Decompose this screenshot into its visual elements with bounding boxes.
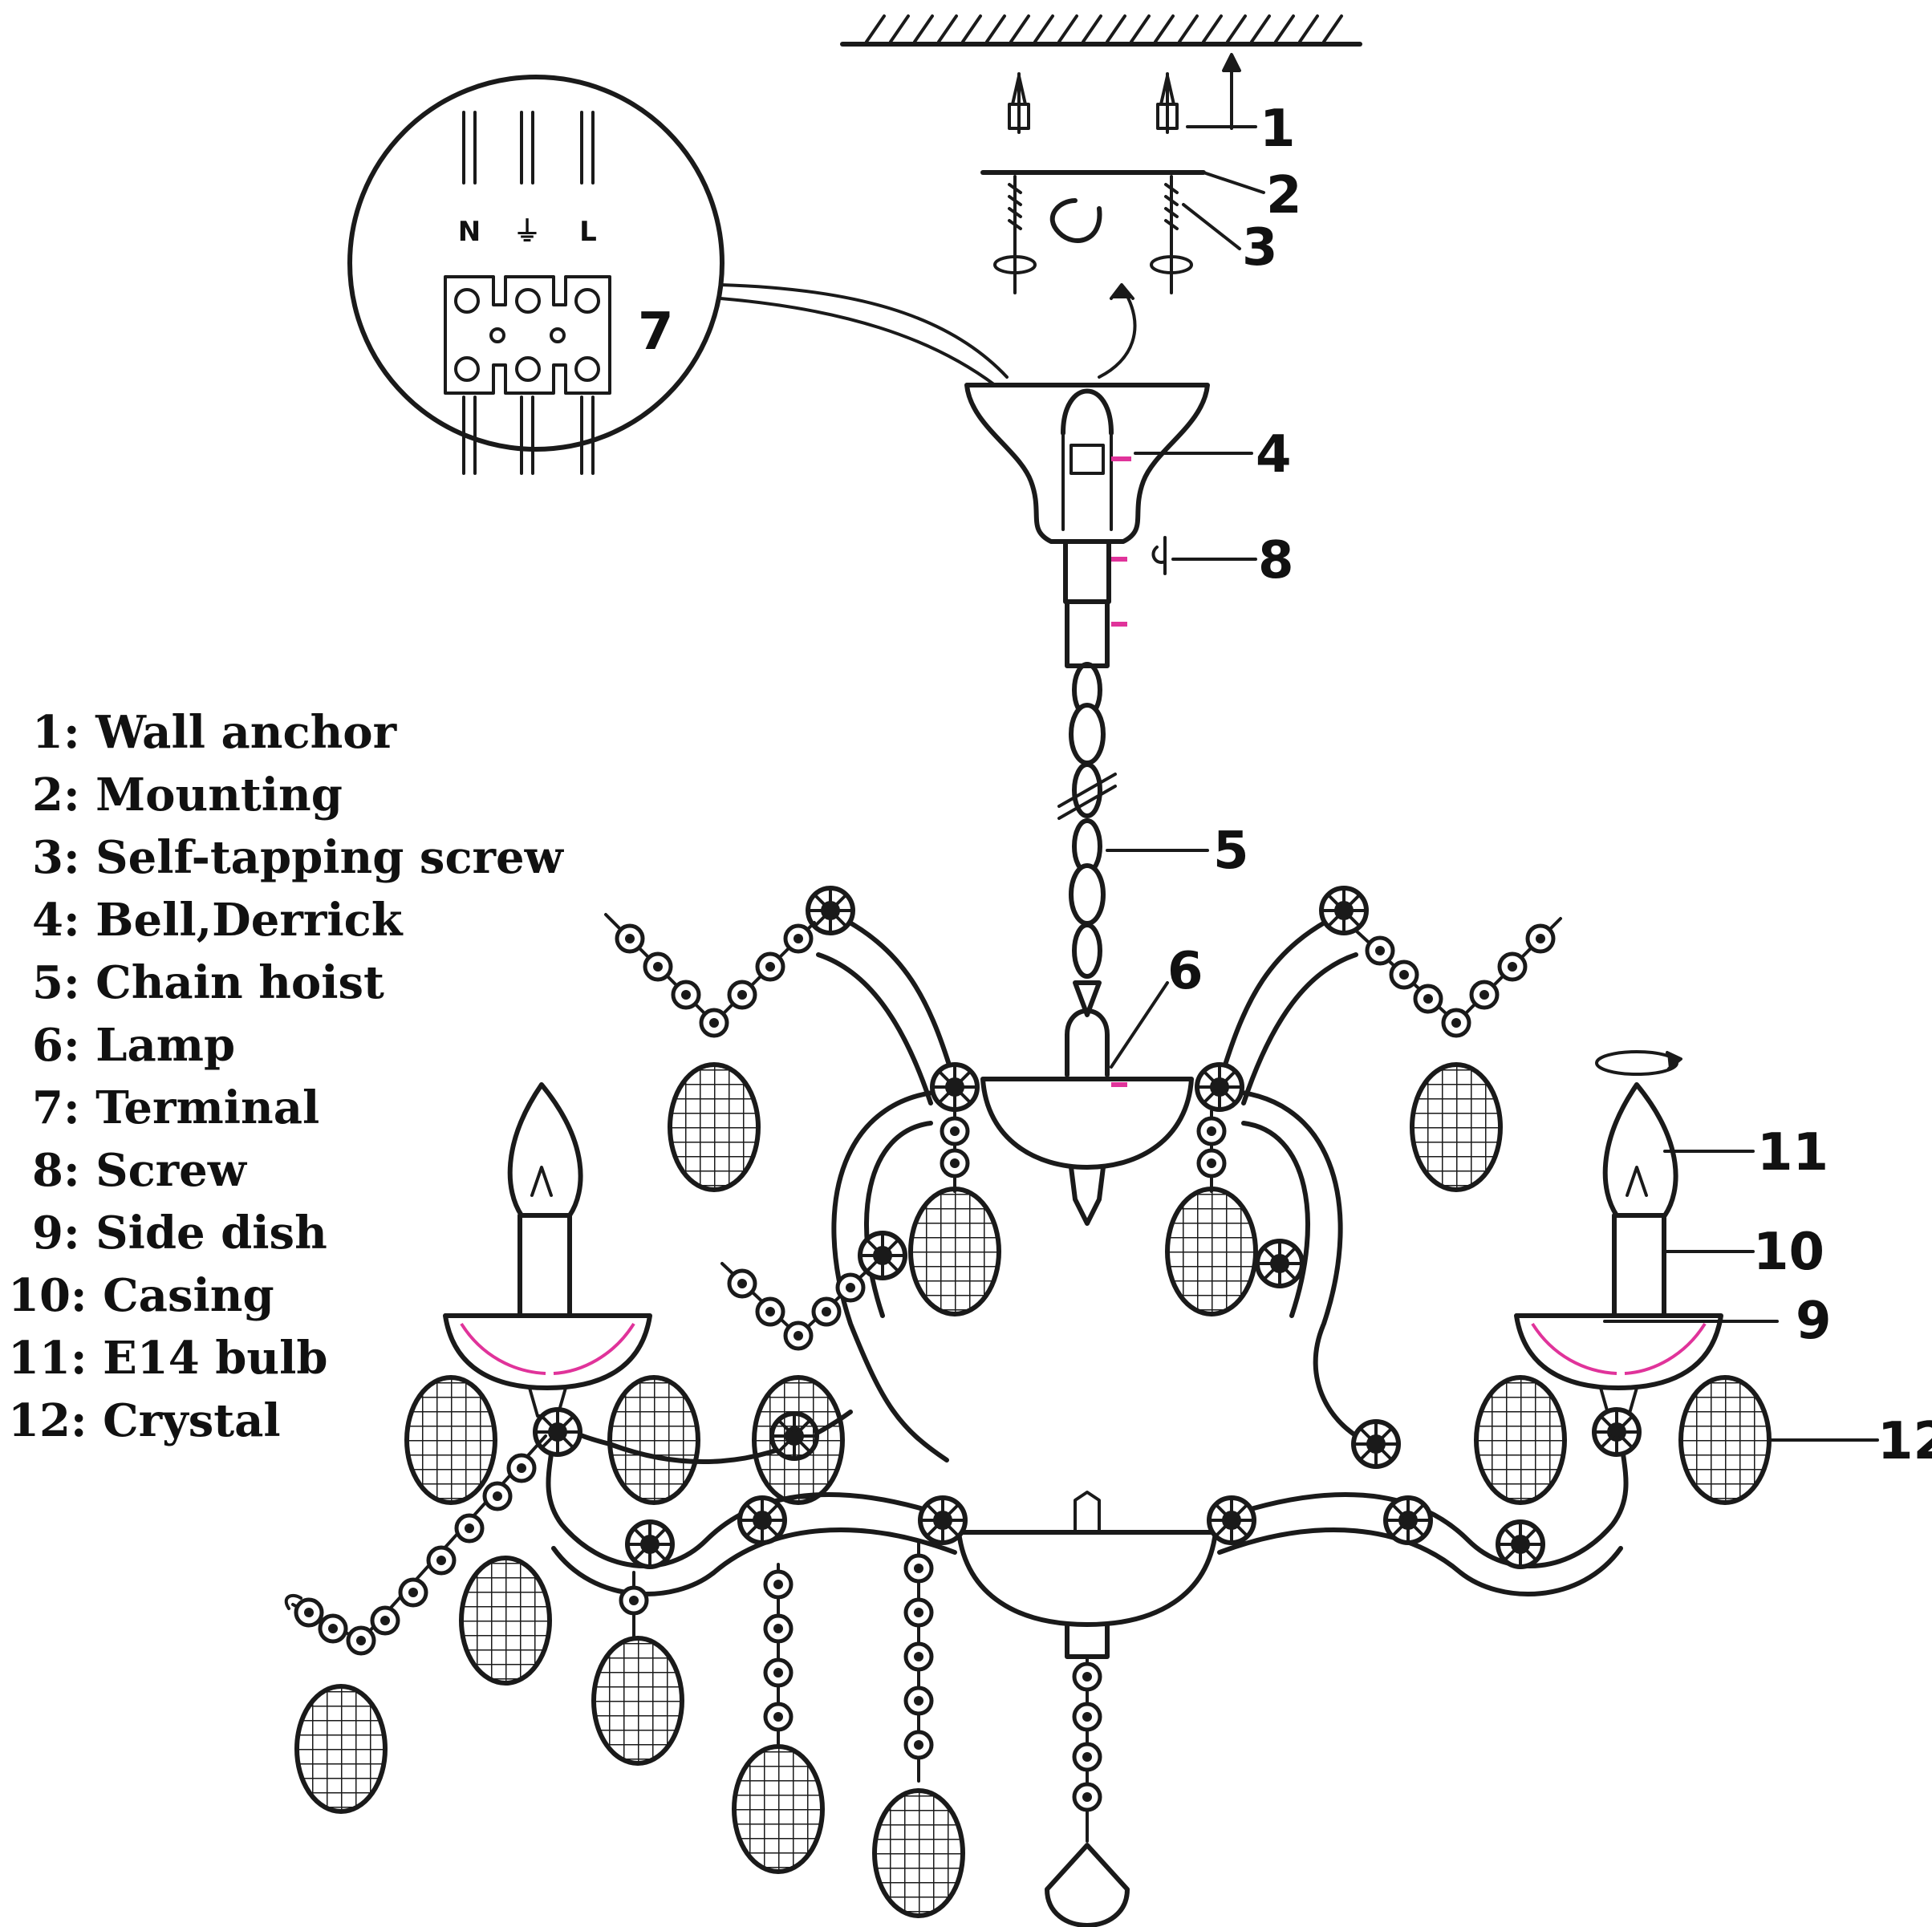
- terminal-leader-wires: [719, 283, 1009, 387]
- center-bowl-upper: [980, 1077, 1194, 1226]
- ceiling-hook: [1049, 198, 1102, 243]
- terminal-ground-label: ⏚: [513, 216, 541, 248]
- terminal-live-label: L: [579, 216, 597, 248]
- legend-item: 1: Wall anchor: [32, 706, 398, 759]
- callout-6: 6: [1167, 942, 1203, 1001]
- callout-11: 11: [1757, 1123, 1828, 1183]
- legend-item: 10: Casing: [8, 1269, 274, 1322]
- wall-anchor-left: [1008, 72, 1030, 134]
- callout-4: 4: [1256, 425, 1292, 485]
- left-candle-bulb: [507, 1082, 583, 1218]
- legend-item: 3: Self-tapping screw: [32, 831, 565, 884]
- crystals: [297, 1065, 1769, 1916]
- wall-anchor-right: [1156, 72, 1179, 134]
- self-tapping-screw-left: [993, 175, 1037, 294]
- callout-10: 10: [1753, 1223, 1824, 1282]
- legend-item: 2: Mounting: [32, 769, 343, 822]
- coupling: [1063, 539, 1127, 604]
- center-bowl-lower: [956, 1491, 1218, 1659]
- right-candle-casing: [1612, 1213, 1666, 1318]
- ceiling: [840, 14, 1362, 47]
- chain-hoist: [1057, 662, 1117, 1077]
- terminal-neutral-label: N: [458, 216, 481, 248]
- leader-lines: [1106, 125, 1879, 1442]
- left-candle-casing: [518, 1213, 572, 1318]
- callouts: 1 2 3 4 8 7 5 6 11 10 9 12: [638, 99, 1932, 1471]
- terminal-block: [444, 275, 611, 395]
- pendant-crystal: [1045, 1843, 1130, 1927]
- set-screw: [1151, 536, 1167, 575]
- bead-strands: [284, 913, 1562, 1843]
- legend-item: 12: Crystal: [8, 1394, 281, 1447]
- callout-7: 7: [638, 302, 674, 362]
- callout-5: 5: [1213, 822, 1249, 881]
- canopy-bell: [964, 383, 1210, 544]
- legend-item: 5: Chain hoist: [32, 956, 384, 1009]
- legend-item: 6: Lamp: [32, 1019, 235, 1072]
- hook-arrow: [1098, 283, 1137, 379]
- anchor-up-arrow: [1222, 53, 1241, 130]
- legend-item: 8: Screw: [32, 1144, 248, 1197]
- self-tapping-screw-right: [1150, 175, 1193, 294]
- callout-2: 2: [1266, 166, 1302, 225]
- legend-item: 4: Bell,Derrick: [32, 894, 404, 947]
- legend-item: 9: Side dish: [32, 1207, 327, 1260]
- terminal-detail: N ⏚ L: [347, 75, 724, 475]
- callout-12: 12: [1877, 1412, 1932, 1471]
- legend-item: 7: Terminal: [32, 1081, 319, 1134]
- callout-8: 8: [1258, 531, 1294, 590]
- legend-item: 11: E14 bulb: [8, 1332, 328, 1385]
- callout-9: 9: [1796, 1292, 1832, 1351]
- callout-1: 1: [1260, 99, 1296, 159]
- callout-3: 3: [1242, 218, 1278, 278]
- derrick-tube: [1065, 599, 1127, 668]
- parts-legend: 1: Wall anchor 2: Mounting 3: Self-tappi…: [8, 706, 565, 1447]
- bulb-rotate-arrow: [1595, 1050, 1682, 1076]
